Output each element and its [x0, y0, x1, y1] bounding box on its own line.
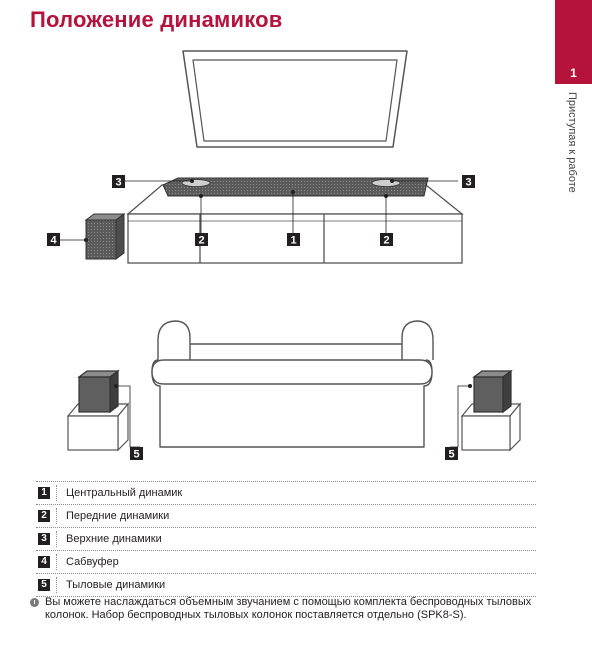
legend-separator [56, 531, 58, 547]
legend-separator [56, 485, 58, 501]
soundbar-illustration [162, 177, 429, 197]
legend-badge: 1 [38, 487, 50, 499]
chapter-tab: 1 [555, 0, 592, 84]
callout-badge-2-right: 2 [380, 233, 393, 247]
rear-right-speaker-illustration [460, 369, 522, 452]
legend-label: Центральный динамик [66, 487, 183, 499]
legend-row: 1 Центральный динамик [36, 481, 536, 505]
legend-badge: 2 [38, 510, 50, 522]
legend-label: Сабвуфер [66, 556, 119, 568]
callout-badge-5-left: 5 [130, 447, 143, 461]
callout-badge-2-right-text: 2 [383, 235, 389, 247]
sofa-illustration [151, 320, 434, 448]
callout-badge-3-right-text: 3 [465, 177, 471, 189]
legend-row: 5 Тыловые динамики [36, 574, 536, 597]
callout-badge-5-right: 5 [445, 447, 458, 461]
legend-row: 3 Верхние динамики [36, 528, 536, 551]
chapter-number: 1 [570, 66, 577, 80]
callout-badge-5-left-text: 5 [133, 449, 139, 461]
callout-badge-4: 4 [47, 233, 60, 247]
callout-leader-lines [60, 180, 470, 448]
callout-badge-1-text: 1 [290, 235, 296, 247]
page-title: Положение динамиков [30, 7, 283, 32]
subwoofer-illustration [84, 213, 126, 260]
legend-row: 4 Сабвуфер [36, 551, 536, 574]
info-icon [30, 598, 39, 607]
rear-left-speaker-illustration [66, 369, 130, 452]
callout-badge-1: 1 [287, 233, 300, 247]
callout-badge-3-right: 3 [462, 175, 475, 189]
tv-illustration [182, 50, 408, 148]
info-note: Вы можете наслаждаться объемным звучание… [30, 596, 550, 622]
callout-badge-2-left: 2 [195, 233, 208, 247]
callout-dots [84, 179, 472, 388]
legend-label: Верхние динамики [66, 533, 162, 545]
tv-stand-illustration [126, 184, 464, 264]
legend-row: 2 Передние динамики [36, 505, 536, 528]
speaker-placement-illustration: 3 3 4 2 1 2 5 5 [47, 50, 522, 461]
legend-separator [56, 554, 58, 570]
callout-badge-3-left-text: 3 [115, 177, 121, 189]
legend-separator [56, 508, 58, 524]
legend-badge: 3 [38, 533, 50, 545]
callout-badge-5-right-text: 5 [448, 449, 454, 461]
info-note-text: Вы можете наслаждаться объемным звучание… [45, 596, 532, 621]
speaker-legend: 1 Центральный динамик 2 Передние динамик… [36, 481, 536, 597]
legend-badge: 5 [38, 579, 50, 591]
legend-separator [56, 577, 58, 593]
legend-label: Передние динамики [66, 510, 170, 522]
callout-badge-3-left: 3 [112, 175, 125, 189]
legend-badge: 4 [38, 556, 50, 568]
legend-label: Тыловые динамики [66, 579, 166, 591]
callout-badge-2-left-text: 2 [198, 235, 204, 247]
callout-badge-4-text: 4 [50, 235, 57, 247]
